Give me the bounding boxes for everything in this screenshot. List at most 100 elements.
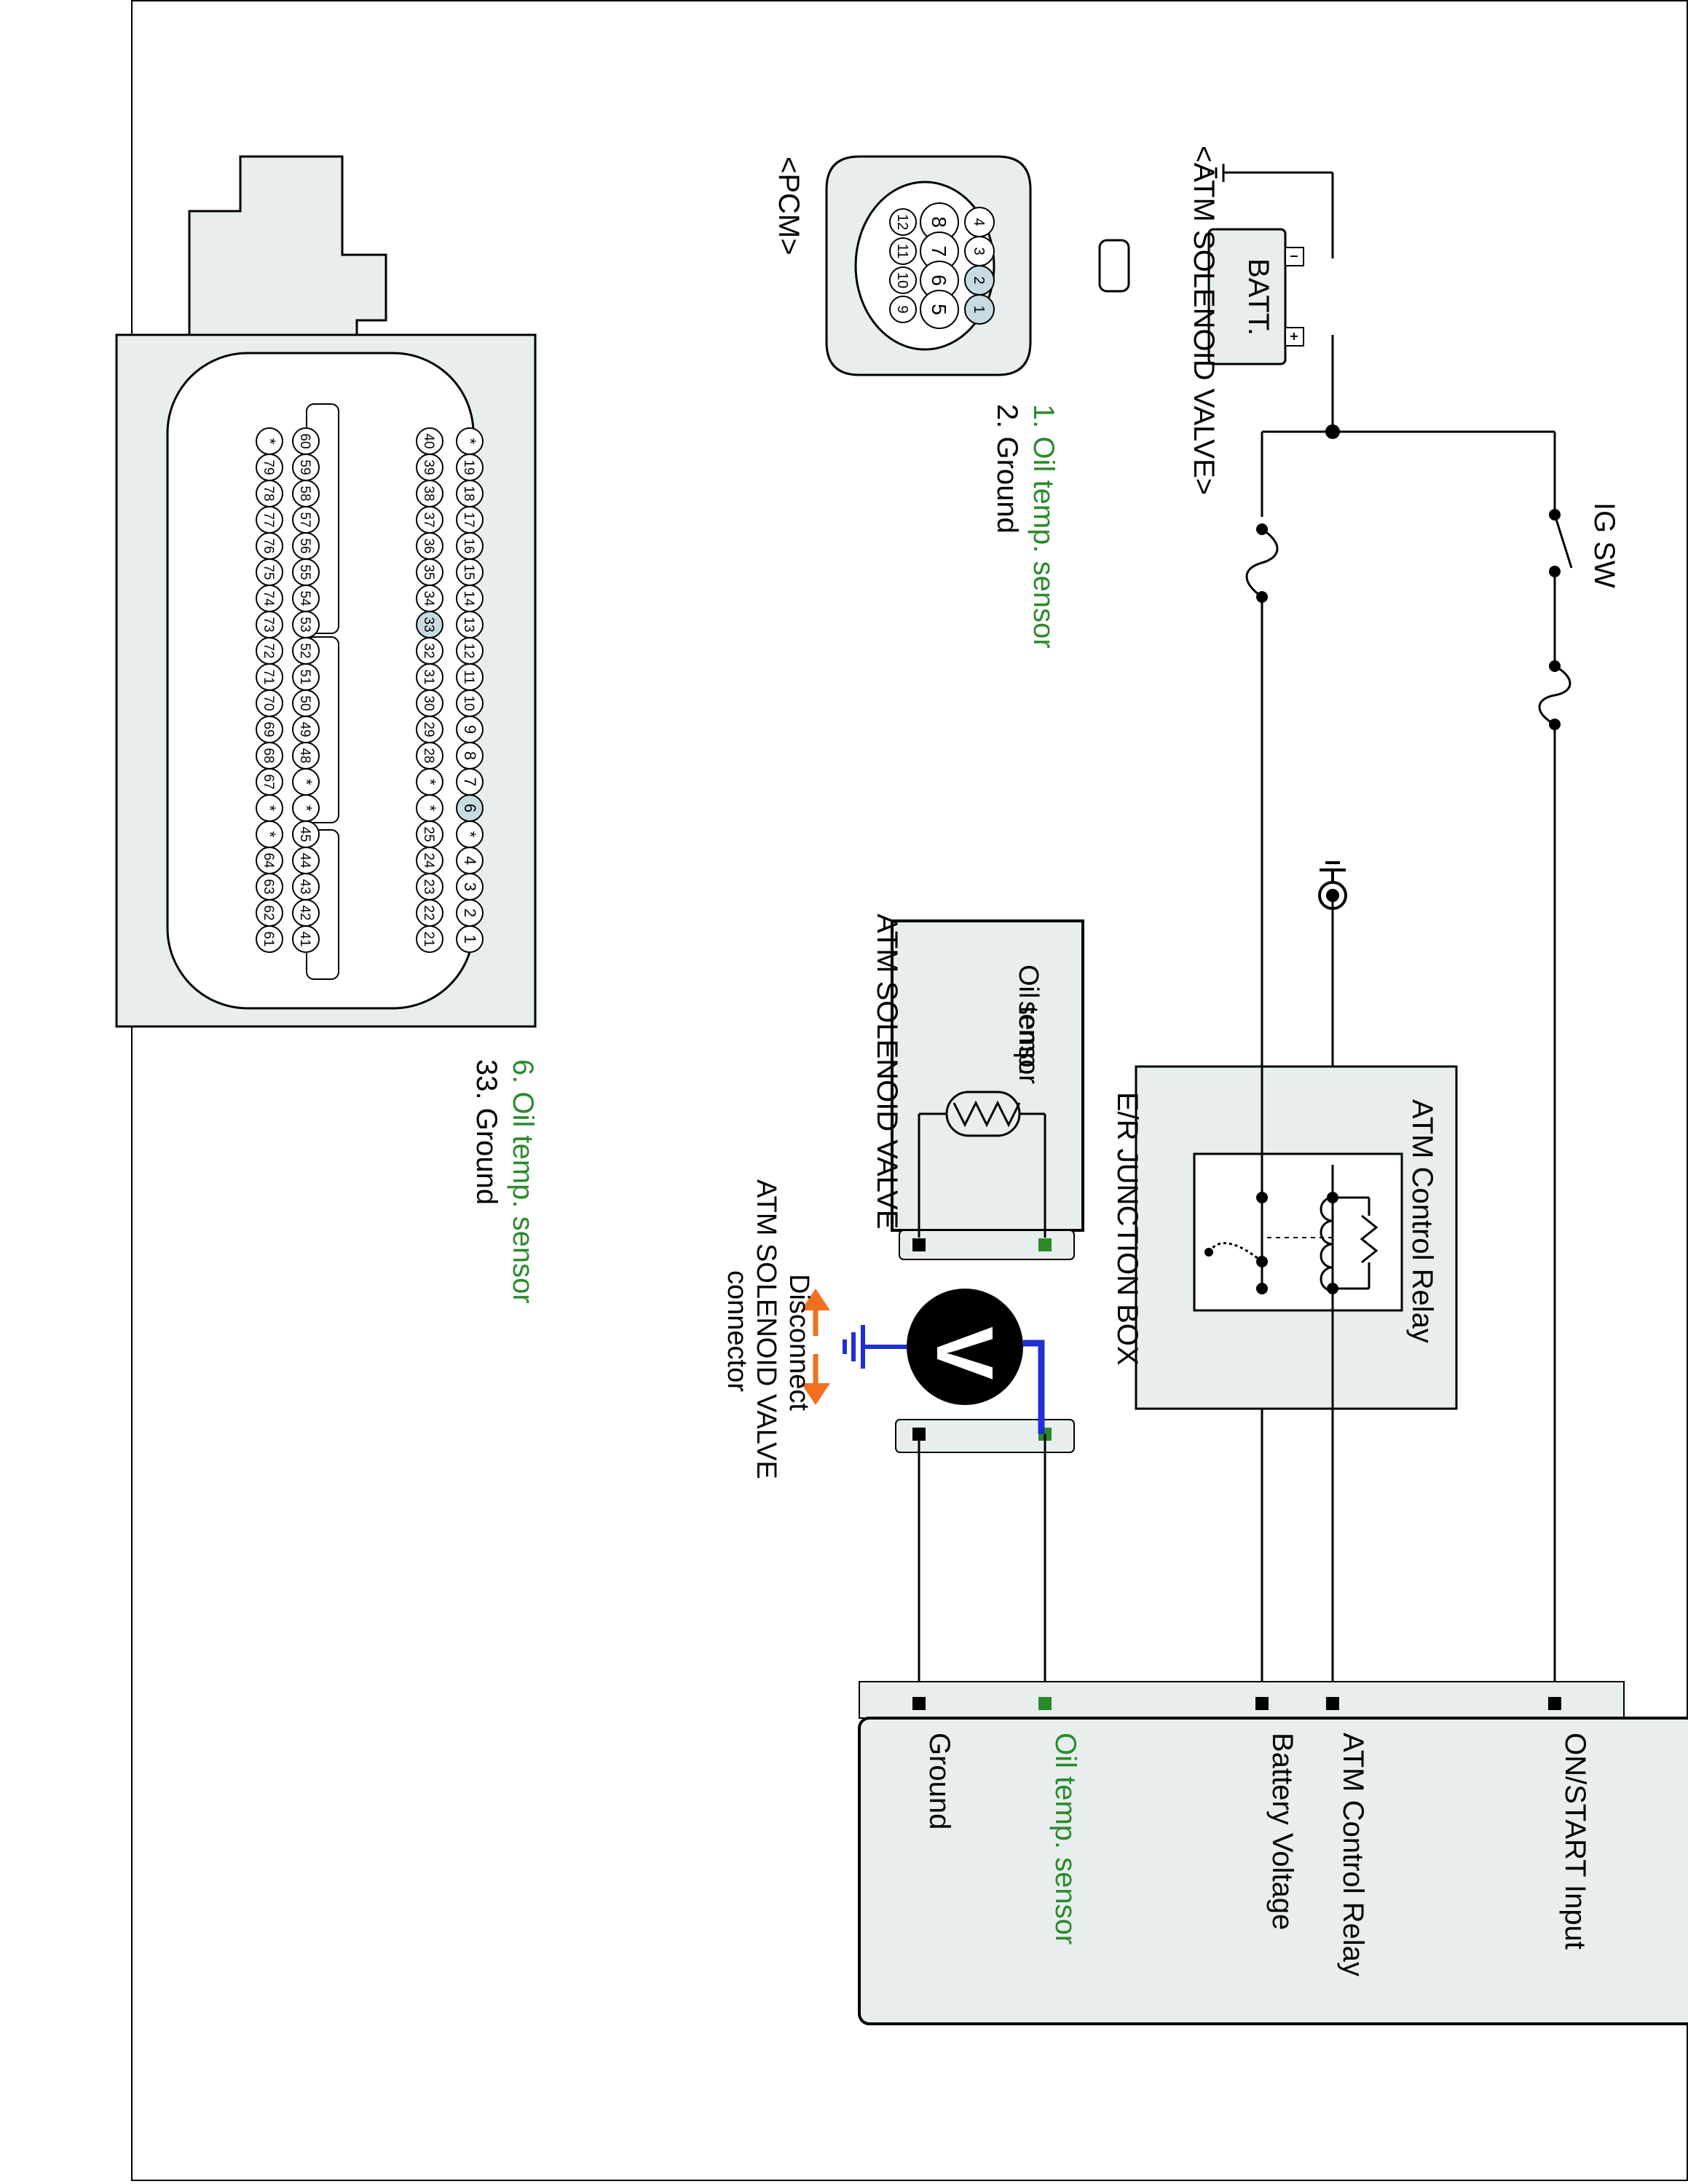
atm-pin <box>889 296 917 323</box>
pcm-pin-label: 35 <box>421 564 436 579</box>
pcm-pin-label: 3 <box>461 882 479 891</box>
pcm-pin-label: 72 <box>261 643 276 658</box>
disconnect-label-line3: connector <box>722 1270 752 1392</box>
pcm-pin-label: 12 <box>461 643 476 658</box>
pcm-oil-temp-terminal <box>1038 1697 1052 1710</box>
atm-pin-label: 3 <box>971 247 987 255</box>
pcm-pin-label: 1 <box>461 935 479 943</box>
pcm-connector-title: <PCM> <box>773 157 805 256</box>
pcm-pin-label: 13 <box>461 617 476 632</box>
pcm-pin-label: 25 <box>421 826 436 842</box>
pcm-pin-label: 41 <box>297 931 312 946</box>
pcm-pin-label: 77 <box>261 512 276 527</box>
pcm-pin-label: 39 <box>421 459 436 475</box>
pcm-pin <box>256 427 283 455</box>
pcm-pin-label: Oil temp. sensor <box>1049 1733 1081 1944</box>
disconnect-arrow-icon <box>801 1289 830 1405</box>
sensor-box-label-line1: Oil temp. <box>1013 965 1044 1075</box>
pcm-pin-label: 68 <box>261 748 276 763</box>
pcm-on-start-terminal <box>1548 1697 1561 1710</box>
atm-pin <box>889 237 917 265</box>
atm-pin-label: 7 <box>928 245 950 257</box>
pcm-pin33-legend: 33. Ground <box>470 1059 502 1205</box>
pcm-pin-label: 74 <box>261 590 276 606</box>
harness-connector <box>895 1419 1075 1453</box>
chassis-ground-icon <box>1326 889 1339 902</box>
pcm-pin-label: 14 <box>461 590 476 606</box>
atm-pin-label: 6 <box>928 274 950 286</box>
pcm-pin-label: 11 <box>461 670 476 684</box>
relay-node <box>1256 1283 1268 1294</box>
pcm-pin <box>292 427 320 455</box>
pcm-pin-label: Ground <box>923 1733 955 1829</box>
pcm-pin-label: 17 <box>461 512 476 527</box>
pcm-pin-label: 55 <box>297 564 312 579</box>
pcm-pin-label: 78 <box>261 486 276 501</box>
ig-switch-blade-icon <box>1553 514 1573 569</box>
pcm-pin-label: 34 <box>421 590 436 606</box>
pcm-pin-label: 21 <box>421 931 436 946</box>
pcm-pin-label: 33 <box>421 617 436 632</box>
pcm-pin-label: 9 <box>461 725 479 734</box>
relay-node <box>1256 1192 1268 1203</box>
atm-solenoid-connector <box>899 1230 1075 1260</box>
pcm-pin-label: 40 <box>421 433 436 448</box>
pcm-pin-label: 2 <box>461 909 479 917</box>
pcm-pin-label: 69 <box>261 721 276 737</box>
pcm-pin-label: 62 <box>261 905 276 920</box>
pcm-pin-label: 37 <box>421 512 436 527</box>
pcm-pin-label: 73 <box>261 617 276 632</box>
pcm-pin-label: 50 <box>297 695 312 711</box>
atm-pin-label: 10 <box>894 272 910 288</box>
disconnect-label-line1: Disconnect <box>784 1274 814 1411</box>
pcm-pin <box>456 427 484 455</box>
pcm-pin-label: ATM Control Relay <box>1337 1733 1369 1977</box>
pcm-pin6-legend: 6. Oil temp. sensor <box>507 1059 539 1304</box>
atm-pin <box>889 266 917 294</box>
pcm-pin-label: * <box>261 438 279 445</box>
pcm-pin-label: * <box>421 805 439 812</box>
atm-pin-label: 11 <box>894 244 910 259</box>
pcm-pin-label: 49 <box>297 721 312 737</box>
atm-pin2-legend: 2. Ground <box>991 404 1023 534</box>
atm-pin-label: 2 <box>971 276 987 284</box>
pcm-pin-label: 76 <box>261 538 276 553</box>
pcm-pin-label: 56 <box>297 538 312 553</box>
atm-pin-label: 9 <box>894 305 910 313</box>
sensor-pin-1-terminal <box>1038 1238 1052 1251</box>
sensor-pin-2-terminal <box>912 1238 926 1251</box>
pcm-pin-label: 57 <box>297 512 312 527</box>
pcm-pin-label: 44 <box>297 852 312 869</box>
pcm-pin-label: * <box>261 805 279 812</box>
pcm-pin-label: 32 <box>421 643 436 658</box>
pcm-pin-label: 38 <box>421 486 436 501</box>
pcm-pin-label: 63 <box>261 879 276 894</box>
pcm-pin-label: 24 <box>421 852 436 869</box>
pcm-pin-label: Battery Voltage <box>1266 1733 1298 1930</box>
atm-pin-label: 1 <box>971 305 987 313</box>
battery-fuse-icon <box>1245 528 1279 598</box>
atm-pin <box>889 208 917 236</box>
pcm-pin-label: 15 <box>461 564 476 579</box>
disconnect-arrow-head <box>801 1289 830 1310</box>
pcm-pin-label: 59 <box>297 459 312 475</box>
pcm-pin-label: 79 <box>261 459 276 475</box>
junction-box-label: E/R JUNCTION BOX <box>1111 1092 1143 1366</box>
pcm-pin-label: 75 <box>261 564 276 579</box>
pcm-pin-label: 45 <box>297 826 312 842</box>
atm-pin <box>920 290 959 329</box>
pcm-pin-label: 67 <box>261 774 276 789</box>
atm-pin1-legend: 1. Oil temp. sensor <box>1028 404 1060 649</box>
ig-fuse-icon <box>1538 665 1571 726</box>
pcm-pin-label: 23 <box>421 879 436 894</box>
pcm-connector-strip <box>859 1681 1625 1719</box>
sensor-box-label-line2: sensor <box>1013 1001 1044 1084</box>
pcm-pin-label: ON/START Input <box>1559 1733 1591 1950</box>
relay-coil-icon <box>1320 1196 1333 1292</box>
pcm-pin-label: * <box>261 831 279 838</box>
pcm-pin-label: 4 <box>461 856 479 865</box>
pcm-battery-terminal <box>1255 1697 1269 1710</box>
atm-pin-label: 4 <box>971 218 987 226</box>
